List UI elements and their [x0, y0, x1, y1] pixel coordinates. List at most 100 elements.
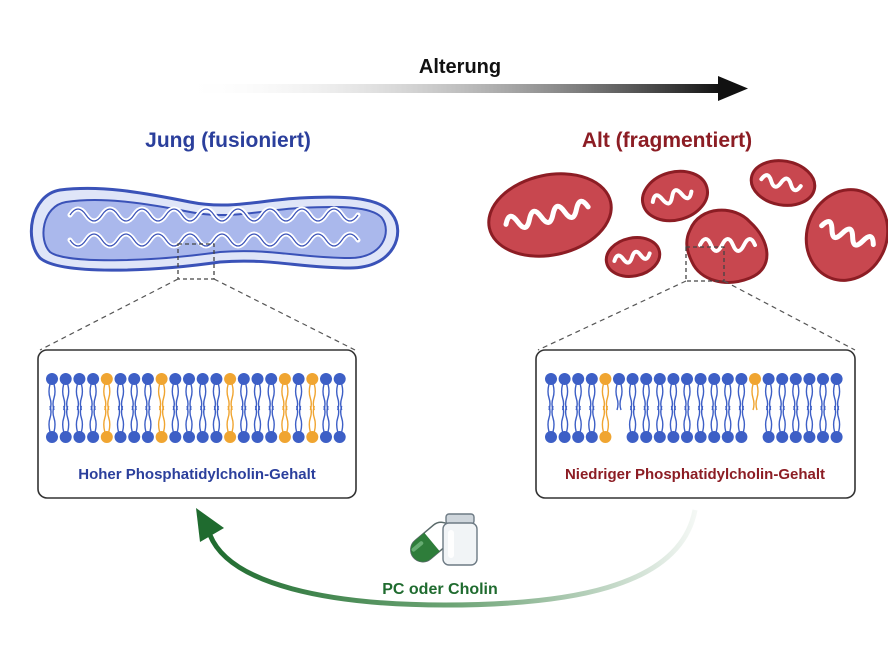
lipid-head: [141, 431, 154, 443]
aging-arrow: [180, 76, 748, 101]
lipid-head: [114, 431, 127, 443]
lipid-tail: [782, 405, 786, 433]
lipid-tail: [728, 405, 732, 433]
zoom-connector: [537, 280, 687, 351]
lipid-tail: [48, 405, 52, 433]
lipid-tail: [564, 405, 569, 433]
fragmented-mitochondria: [487, 159, 888, 284]
lipid-tail: [588, 405, 592, 433]
young-membrane-label: Hoher Phosphatidylcholin-Gehalt: [78, 466, 316, 483]
lipid-head: [251, 373, 264, 385]
lipid-head: [640, 373, 653, 385]
lipid-tail: [687, 405, 691, 433]
lipid-tail: [144, 405, 148, 433]
lipid-tail: [796, 405, 800, 433]
lipid-head: [817, 373, 829, 385]
lipid-head: [237, 431, 250, 443]
young-lipid-bilayer: [46, 373, 346, 443]
lipid-tail: [823, 405, 827, 433]
lipid-head: [776, 373, 789, 385]
lipid-head: [265, 431, 278, 443]
pc-lipid-head: [749, 373, 761, 385]
lipid-tail: [134, 405, 138, 433]
lipid-head: [292, 373, 305, 385]
lipid-tail: [792, 405, 796, 433]
aging-arrow-label: Alterung: [419, 56, 501, 78]
lipid-tail: [809, 405, 814, 433]
young-zoom-region: [177, 243, 215, 280]
lipid-head: [196, 431, 209, 443]
lipid-tail: [240, 405, 244, 433]
lipid-tail: [230, 405, 234, 433]
pc-lipid-head: [155, 373, 168, 385]
lipid-tail: [253, 405, 258, 433]
lipid-head: [789, 373, 802, 385]
lipid-tail: [673, 405, 678, 433]
lipid-tail: [171, 405, 175, 433]
lipid-head: [803, 373, 816, 385]
lipid-head: [46, 431, 58, 443]
lipid-head: [196, 373, 209, 385]
lipid-tail: [203, 405, 207, 433]
lipid-head: [169, 373, 182, 385]
lipid-head: [585, 431, 598, 443]
lipid-head: [721, 373, 734, 385]
lipid-head: [776, 431, 789, 443]
lipid-head: [721, 431, 734, 443]
lipid-head: [735, 431, 748, 443]
lipid-head: [585, 373, 598, 385]
lipid-tail: [93, 405, 97, 433]
lipid-tail: [271, 405, 275, 433]
lipid-tail: [805, 405, 810, 433]
lipid-tail: [322, 405, 326, 433]
pc-lipid-head: [278, 431, 291, 443]
lipid-tail: [642, 405, 646, 433]
lipid-tail: [660, 405, 664, 433]
lipid-tail: [778, 405, 782, 433]
lipid-tail: [646, 405, 650, 433]
lipid-head: [572, 373, 585, 385]
lipid-head: [789, 431, 802, 443]
lipid-head: [545, 431, 557, 443]
lipid-tail: [52, 405, 56, 433]
lipid-tail: [66, 405, 70, 433]
lipid-head: [73, 373, 86, 385]
lipid-head: [667, 373, 680, 385]
pc-lipid-head: [155, 431, 168, 443]
lipid-head: [640, 431, 653, 443]
old-lipid-bilayer: [545, 373, 843, 443]
pc-lipid-head: [100, 373, 113, 385]
lipid-tail: [605, 405, 610, 433]
lipid-head: [558, 373, 571, 385]
lipid-head: [694, 431, 707, 443]
lipid-tail: [615, 383, 619, 411]
lipid-tail: [560, 405, 565, 433]
lipid-tail: [836, 405, 841, 433]
lipid-tail: [298, 405, 303, 433]
lipid-tail: [601, 405, 606, 433]
lipid-head: [681, 373, 693, 385]
lipid-tail: [189, 405, 193, 433]
lipid-head: [545, 373, 557, 385]
lipid-head: [46, 373, 58, 385]
lipid-tail: [116, 405, 121, 433]
lipid-tail: [267, 405, 271, 433]
mito-fragment: [604, 236, 662, 278]
lipid-tail: [578, 405, 582, 433]
lipid-head: [141, 373, 154, 385]
lipid-head: [251, 431, 264, 443]
lipid-tail: [294, 405, 299, 433]
lipid-head: [320, 431, 332, 443]
lipid-tail: [103, 405, 107, 433]
mito-fragment: [641, 169, 709, 223]
lipid-tail: [75, 405, 80, 433]
lipid-tail: [832, 405, 837, 433]
lipid-head: [210, 373, 223, 385]
lipid-tail: [326, 405, 330, 433]
lipid-head: [73, 431, 86, 443]
lipid-head: [694, 373, 707, 385]
lipid-tail: [285, 405, 289, 433]
young-title: Jung (fusioniert): [145, 129, 311, 152]
lipid-tail: [257, 405, 262, 433]
